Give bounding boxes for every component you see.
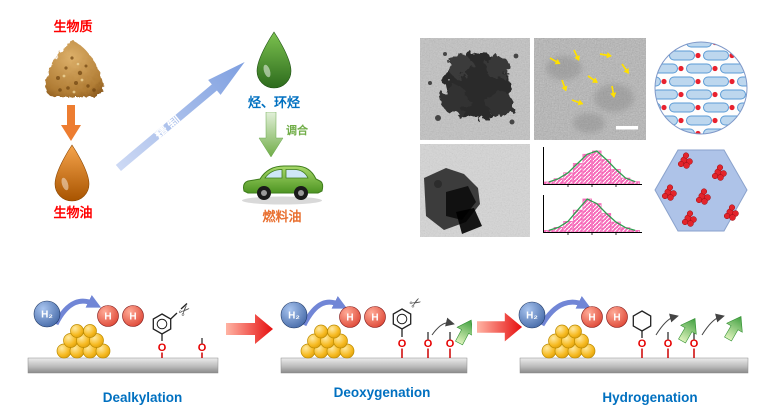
dealkylation-scheme: H₂ H H O ✂ O [27, 295, 219, 374]
biomass-image [45, 41, 103, 97]
desorption-arrow [431, 317, 455, 336]
step-arrow-icon [226, 314, 273, 344]
nanoparticle-aggregate [441, 53, 513, 119]
step-label-deoxygenation: Deoxygenation [333, 385, 431, 400]
surface-oxygen-group: O [690, 332, 699, 358]
refining-arrow: 精制 [111, 54, 252, 177]
h-atom-badge: H [122, 305, 144, 327]
h-atom-badge: H [339, 306, 361, 328]
oxygen-atom-label: O [424, 338, 433, 350]
step-arrow-icon [477, 312, 523, 342]
svg-text:H₂: H₂ [526, 311, 538, 322]
fuel-car-image [242, 165, 324, 205]
svg-text:H: H [104, 312, 111, 323]
aromatic-ring [396, 313, 408, 325]
gold-nanoparticle-cluster [541, 324, 596, 359]
svg-text:H: H [129, 312, 136, 323]
oxygen-atom-label: O [664, 338, 673, 350]
blend-arrow-icon [258, 112, 284, 158]
refining-arrow-label: 精制 [152, 110, 187, 143]
scale-bar [616, 126, 638, 130]
h-atom-badge: H [606, 306, 628, 328]
desorption-arrow [701, 313, 725, 336]
fuel-oil-label: 燃料油 [262, 209, 302, 224]
hydrocarbons-label: 烃、环烃 [247, 95, 300, 110]
down-arrow-icon [61, 105, 81, 141]
oxygen-atom-label: O [398, 338, 407, 350]
step-label-hydrogenation: Hydrogenation [602, 390, 698, 405]
oxygen-atom-label: O [638, 338, 647, 350]
h2-molecule-badge: H₂ [280, 301, 308, 329]
h-atom-badge: H [364, 306, 386, 328]
release-arrow-icon [673, 313, 704, 346]
h-atom-badge: H [581, 306, 603, 328]
layered-structure-schematic [650, 36, 752, 140]
car-window [285, 169, 309, 179]
tem-image-aggregate [420, 38, 530, 140]
scissors-icon: ✂ [406, 293, 424, 313]
h2-molecule-badge: H₂ [33, 300, 61, 328]
svg-text:H: H [588, 313, 595, 324]
particle-size-histogram-lower [534, 192, 646, 237]
anchored-phenol-molecule: O [392, 308, 412, 358]
svg-text:H: H [371, 313, 378, 324]
hexagon-catalyst-schematic [650, 144, 752, 237]
biomass-label: 生物质 [53, 19, 93, 34]
histogram-bars [544, 150, 640, 185]
oxygen-atom-label: O [158, 342, 167, 354]
anchored-alkylphenol-molecule: O [152, 303, 188, 358]
biomass-texture [56, 56, 96, 92]
bio-oil-label: 生物油 [53, 205, 93, 220]
step-label-dealkylation: Dealkylation [102, 390, 183, 405]
svg-text:H: H [346, 313, 353, 324]
h2-molecule-badge: H₂ [518, 301, 546, 329]
particle-size-histograms [534, 144, 646, 237]
oxygen-atom-label: O [198, 342, 207, 354]
desorption-arrow [655, 313, 679, 336]
release-arrow-icon [719, 311, 750, 344]
substrate-bar [27, 357, 219, 374]
svg-text:H₂: H₂ [288, 311, 300, 322]
car-window [264, 169, 283, 179]
substrate-bar [519, 357, 749, 374]
aromatic-ring [156, 318, 168, 330]
tem-image-flake [420, 144, 530, 237]
hydrogen-spillover-arrow [539, 296, 592, 327]
surface-oxygen-group: O [664, 332, 673, 358]
surface-oxygen-group: O [446, 332, 455, 358]
gold-nanoparticle-cluster [300, 324, 355, 359]
hydrocarbon-droplet [256, 31, 292, 89]
svg-text:H₂: H₂ [41, 310, 53, 321]
hydrogenated-ring-molecule: O [632, 310, 652, 358]
svg-text:H: H [613, 313, 620, 324]
anchored-hydroxyl-group: O [198, 338, 207, 358]
substrate-bar [280, 357, 468, 374]
hydrogenation-scheme: H₂ H H O O O [518, 296, 750, 374]
oxygen-atom-label: O [690, 338, 699, 350]
bio-oil-droplet [54, 144, 90, 202]
h-atom-badge: H [97, 305, 119, 327]
gold-nanoparticle-cluster [56, 324, 111, 359]
cleaved-alkyl-fragment [180, 303, 188, 310]
deoxygenation-scheme: H₂ H H O ✂ O O [280, 293, 472, 374]
particle-size-histogram-upper [534, 144, 646, 189]
oxygen-atom-label: O [446, 338, 455, 350]
hydrogen-spillover-arrow [53, 295, 102, 326]
surface-oxygen-group: O [424, 332, 433, 358]
biomass-highlights [62, 62, 84, 94]
tem-image-dispersed [534, 38, 646, 140]
scissors-icon: ✂ [175, 301, 195, 321]
blend-label: 调合 [286, 125, 308, 137]
hydrogen-spillover-arrow [301, 296, 348, 327]
